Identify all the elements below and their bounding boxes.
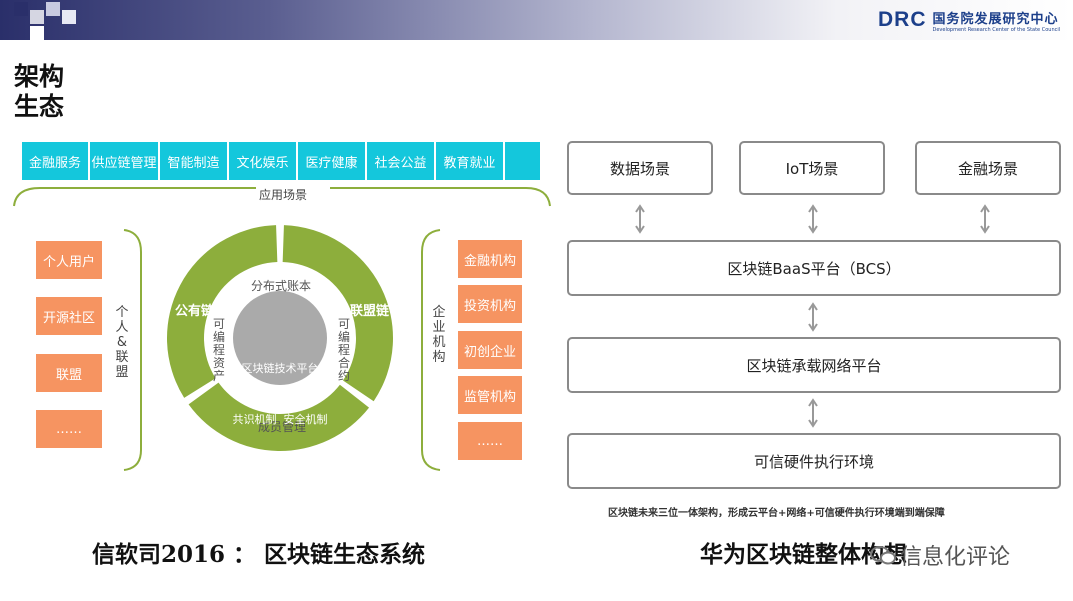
header-bar <box>0 0 1073 40</box>
label-char: 程 <box>337 343 350 357</box>
header-square <box>46 2 60 16</box>
individual-box: 开源社区 <box>36 297 102 335</box>
layer-box: 区块链BaaS平台（BCS） <box>567 240 1061 296</box>
label-char: 联 <box>115 350 129 365</box>
logo-english-name: Development Research Center of the State… <box>932 26 1061 33</box>
app-scenario <box>505 142 540 180</box>
member-mgmt-label: 成员管理 <box>258 420 307 434</box>
label-char: 个 <box>115 305 129 320</box>
app-scenario: 文化娱乐 <box>229 142 298 180</box>
label-char: 可 <box>337 317 350 331</box>
drc-logo: DRC 国务院发展研究中心 Development Research Cente… <box>878 4 1060 36</box>
label-char: 资 <box>212 356 225 370</box>
individual-box: 个人用户 <box>36 241 102 279</box>
app-scenario: 金融服务 <box>22 142 90 180</box>
right-caption: 华为区块链整体构想 <box>700 541 907 568</box>
private-chain-segment <box>188 382 370 451</box>
consortium-chain-segment <box>282 225 394 402</box>
label-char: 盟 <box>115 365 129 380</box>
public-chain-label: 公有链 <box>175 304 215 319</box>
individual-box: …… <box>36 410 102 448</box>
architecture-note: 区块链未来三位一体架构，形成云平台+网络+可信硬件执行环境端到端保障 <box>608 508 945 519</box>
private-chain-label: 专有链 <box>264 464 304 479</box>
enterprise-box: 监管机构 <box>458 376 522 414</box>
label-char: 程 <box>212 343 225 357</box>
apps-label: 应用场景 <box>259 188 308 202</box>
public-chain-segment <box>166 225 278 398</box>
logo-mark: DRC <box>878 8 927 31</box>
logo-chinese-name: 国务院发展研究中心 <box>932 11 1059 27</box>
label-char: 合 <box>337 356 350 370</box>
label-char: 编 <box>212 330 225 344</box>
scenario-box: IoT场景 <box>739 141 885 195</box>
scenario-box: 金融场景 <box>915 141 1061 195</box>
updown-arrow <box>808 302 818 332</box>
scenario-box: 数据场景 <box>567 141 713 195</box>
label-char: 构 <box>432 350 446 365</box>
app-scenario: 供应链管理 <box>90 142 160 180</box>
enterprise-box: 初创企业 <box>458 331 522 369</box>
label-char: & <box>116 335 128 350</box>
ledger-label: 分布式账本 <box>251 279 312 293</box>
enterprises-bracket <box>421 229 441 471</box>
platform-core-text: 区块链技术平台 共识机制 安全机制 存储 通信 <box>232 326 328 496</box>
app-scenario: 社会公益 <box>367 142 436 180</box>
header-square <box>14 2 28 16</box>
updown-arrow <box>635 204 645 234</box>
enterprise-box: 金融机构 <box>458 240 522 278</box>
programmable-assets-label: 可 编 程 资 产 <box>212 318 226 383</box>
enterprise-box: …… <box>458 422 522 460</box>
app-scenario: 教育就业 <box>436 142 505 180</box>
app-scenario: 医疗健康 <box>298 142 367 180</box>
layer-box: 可信硬件执行环境 <box>567 433 1061 489</box>
section-title: 架构 生态 <box>14 62 94 122</box>
section-title-line2: 生态 <box>14 92 65 121</box>
application-bracket <box>13 187 551 207</box>
enterprise-box: 投资机构 <box>458 285 522 323</box>
left-caption: 信软司2016 ： 区块链生态系统 <box>92 541 426 568</box>
individuals-bracket <box>123 229 142 471</box>
wechat-icon <box>870 545 896 565</box>
enterprises-label: 企 业 机 构 <box>431 305 447 365</box>
header-square <box>30 10 44 24</box>
core-line: 区块链技术平台 <box>241 362 319 375</box>
label-char: 编 <box>337 330 350 344</box>
label-char: 企 <box>432 305 446 320</box>
label-char: 约 <box>337 369 350 383</box>
core-line: 共识机制 安全机制 <box>232 413 328 426</box>
watermark-text: 信息化评论 <box>900 545 1011 570</box>
programmable-contracts-label: 可 编 程 合 约 <box>337 318 351 383</box>
label-char: 人 <box>115 320 129 335</box>
platform-core-circle <box>233 291 327 385</box>
app-scenario: 智能制造 <box>160 142 229 180</box>
blockchain-ring <box>166 225 394 451</box>
updown-arrow <box>980 204 990 234</box>
individuals-label: 个 人 & 联 盟 <box>114 305 130 380</box>
watermark: 信息化评论 <box>870 539 1010 571</box>
label-char: 机 <box>432 335 446 350</box>
updown-arrow <box>808 204 818 234</box>
label-char: 可 <box>212 317 225 331</box>
section-title-line1: 架构 <box>14 62 65 91</box>
label-char: 产 <box>212 369 225 383</box>
individual-box: 联盟 <box>36 354 102 392</box>
header-square <box>30 26 44 40</box>
label-char: 业 <box>432 320 446 335</box>
consortium-chain-label: 联盟链 <box>350 304 390 319</box>
layer-box: 区块链承载网络平台 <box>567 337 1061 393</box>
header-square <box>62 10 76 24</box>
application-scenarios-row: 金融服务 供应链管理 智能制造 文化娱乐 医疗健康 社会公益 教育就业 <box>22 142 540 180</box>
core-line: 存储 通信 <box>247 464 313 477</box>
updown-arrow <box>808 398 818 428</box>
